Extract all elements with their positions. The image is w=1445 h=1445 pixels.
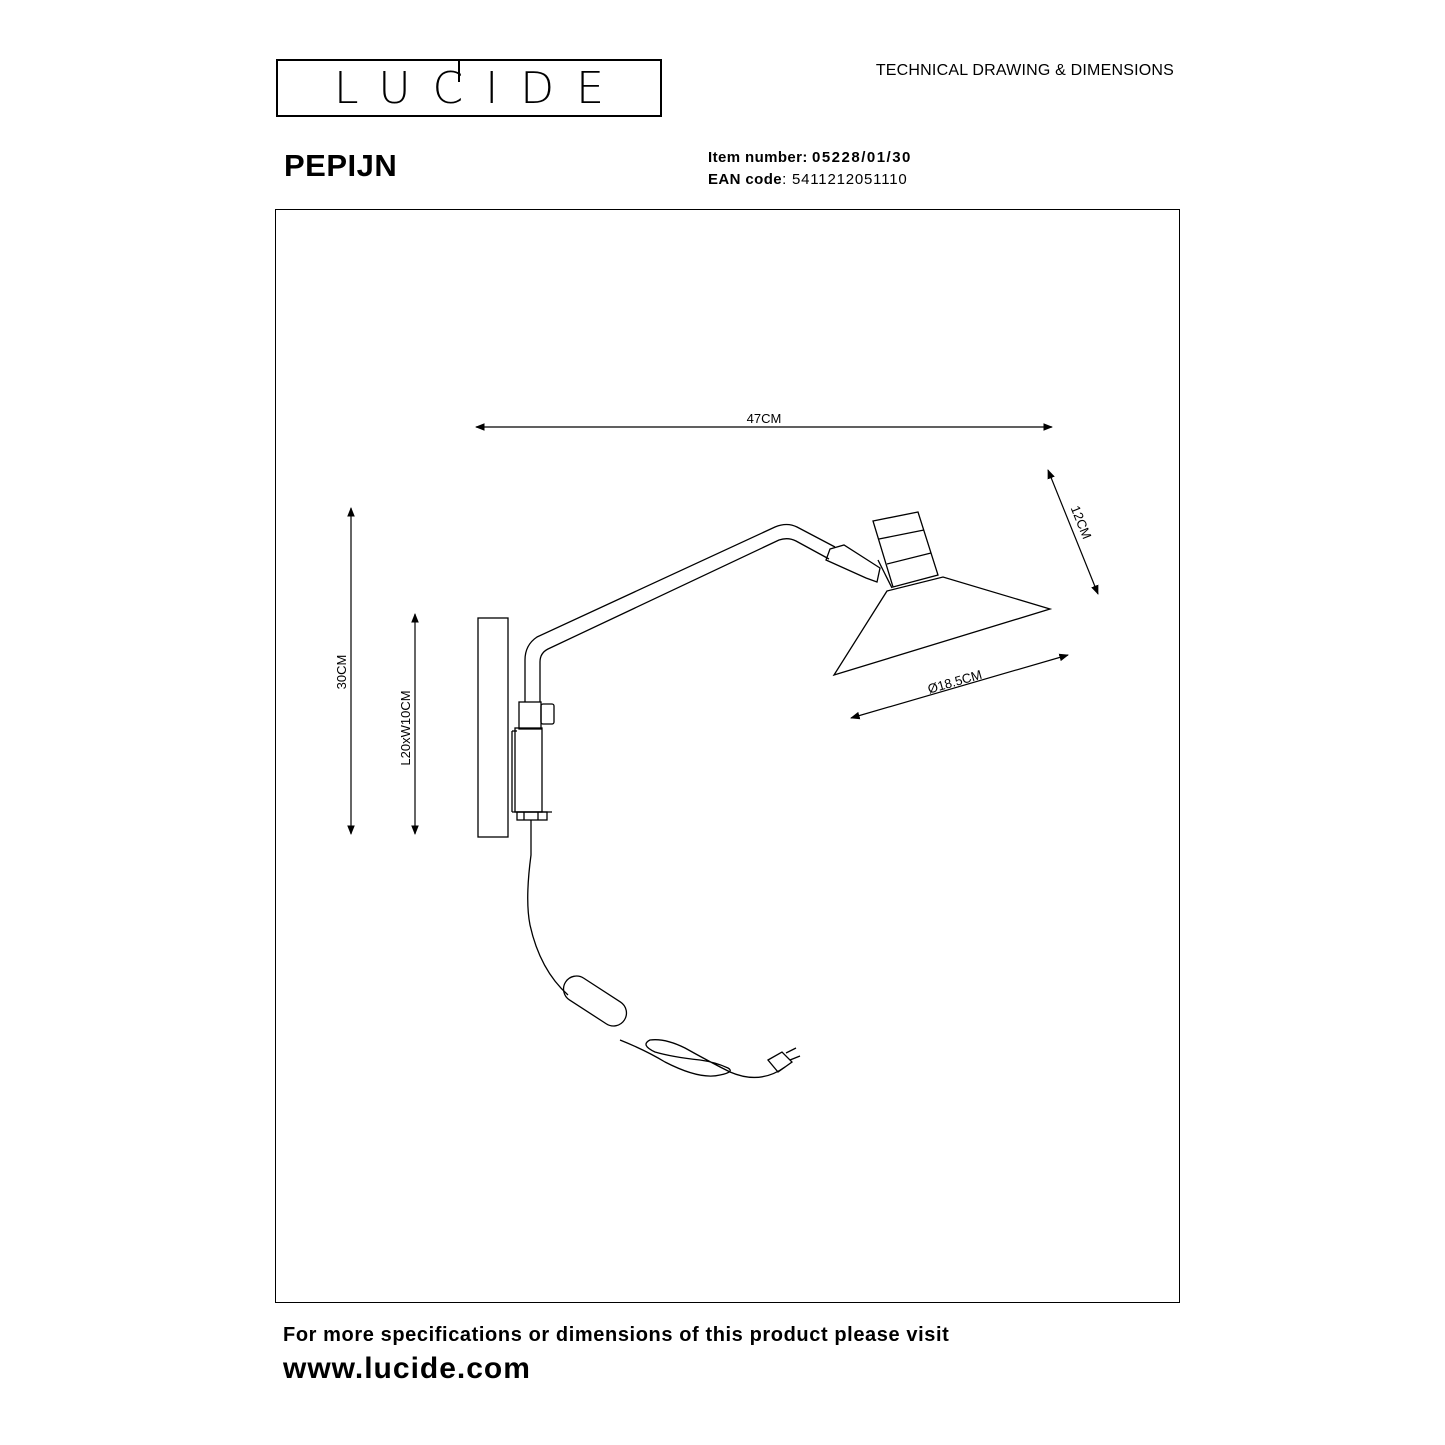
product-name: PEPIJN: [284, 148, 398, 183]
logo-mark: [458, 60, 460, 82]
coiled-cord: [619, 1039, 786, 1079]
base-dimension: L20xW10CM: [398, 613, 419, 835]
lamp-outline: [477, 511, 1053, 1079]
shade-height-dimension: 12CM: [1047, 469, 1099, 595]
item-number-value: 05228/01/30: [811, 149, 912, 166]
adjust-knob: [540, 703, 555, 725]
width-dimension: 47CM: [475, 411, 1053, 431]
shade-diameter-label: Ø18.5CM: [926, 667, 984, 697]
item-number-row: Item number: 05228/01/30: [708, 147, 912, 169]
lucide-logo: LUCIDE: [276, 59, 662, 117]
shade-diameter-dimension: Ø18.5CM: [850, 653, 1069, 720]
ean-row: EAN code: 5411212051110: [708, 169, 912, 191]
power-plug: [767, 1051, 794, 1073]
inline-switch: [562, 975, 628, 1027]
ean-value: : 5411212051110: [782, 171, 908, 188]
footer-url[interactable]: www.lucide.com: [283, 1352, 531, 1385]
wall-plate: [477, 617, 509, 838]
footer-note: For more specifications or dimensions of…: [283, 1324, 950, 1346]
lamp-shade: [832, 576, 1053, 677]
power-cable: [527, 820, 569, 996]
logo-text: LUCIDE: [334, 62, 626, 114]
knob-housing: [518, 701, 542, 730]
lamp-arm: [524, 523, 836, 702]
base-label: L20xW10CM: [398, 690, 413, 765]
drawing-frame: [275, 209, 1180, 1303]
shade-joint: [825, 544, 881, 583]
item-info: Item number: 05228/01/30 EAN code: 54112…: [708, 147, 912, 191]
lamp-holder: [514, 727, 543, 813]
shade-socket: [872, 511, 939, 588]
height-label: 30CM: [334, 655, 349, 690]
height-dimension: 30CM: [334, 507, 355, 835]
document-title: TECHNICAL DRAWING & DIMENSIONS: [875, 62, 1174, 79]
shade-height-label: 12CM: [1068, 503, 1095, 541]
ean-label: EAN code: [708, 171, 783, 188]
width-label: 47CM: [747, 411, 782, 426]
base-clip: [516, 811, 548, 821]
item-number-label: Item number:: [708, 149, 808, 166]
